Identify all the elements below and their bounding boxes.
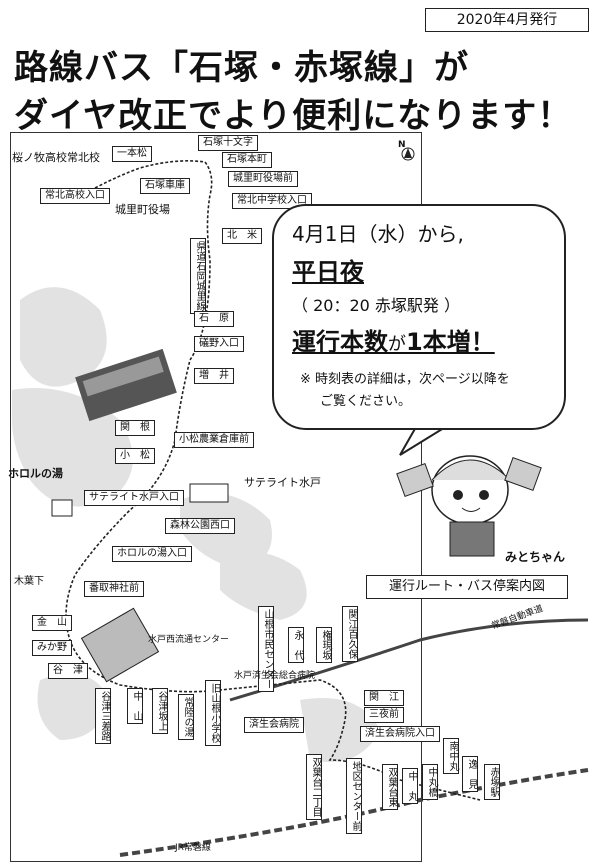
callout-bubble	[272, 204, 566, 430]
map-frame	[10, 132, 422, 862]
mascot-name: みとちゃん	[505, 550, 566, 564]
stop-ishizuka-jumonji: 石塚十文字	[198, 135, 258, 151]
callout-note1: ※ 時刻表の詳細は，次ページ以降を	[300, 372, 510, 387]
place-satellite-mito: サテライト水戸	[244, 476, 321, 489]
stop-komatsu: 小 松	[115, 448, 155, 464]
stop-ishihara: 石 原	[194, 311, 234, 327]
stop-horuru-iriguchi: ホロルの湯入口	[112, 546, 192, 562]
stop-masui: 増 井	[194, 368, 234, 384]
callout-when: 平日夜	[292, 258, 364, 286]
stop-sekine: 関 根	[115, 420, 155, 436]
stop-henmi: 逸 見	[462, 756, 478, 792]
stop-tokiwa-no-yu: 常陸の湯	[178, 694, 194, 740]
stop-yamane-shimin: 山根市民センター	[258, 606, 274, 692]
headline-line2: ダイヤ改正でより便利になります！	[14, 96, 573, 136]
callout-detail: （ 20：20 赤塚駅発 ）	[292, 296, 460, 315]
callout-result: 運行本数が1本増！	[292, 322, 495, 357]
mascot-illustration	[396, 455, 542, 557]
stop-komatsu-nogyo: 小松農業倉庫前	[174, 432, 254, 448]
north-label: N	[398, 140, 406, 150]
stop-shinrin-koen: 森林公園西口	[165, 518, 235, 534]
bus-illustration	[75, 348, 177, 422]
callout-result-mid: が	[388, 334, 406, 355]
stop-sakuranomaki: 桜ノ牧高校常北校	[12, 151, 100, 164]
stop-satellite-iriguchi: サテライト水戸入口	[84, 490, 184, 506]
stop-sekitakubo: 関江百久保	[342, 606, 358, 662]
stop-nagashiro: 永 代	[288, 627, 304, 663]
stop-kenmichi: 県道石岡城里線	[190, 238, 206, 314]
route-label: 運行ルート・バス停案内図	[366, 575, 568, 599]
stop-minami-naka-maru: 南中丸	[443, 738, 459, 774]
stop-futabadai-chome: 双葉台二丁目	[306, 754, 322, 820]
stop-saiseikai-byoin: 済生会病院	[244, 717, 304, 733]
stop-mikano: みか野	[32, 640, 72, 656]
place-jr-line: JR常磐線	[175, 843, 211, 853]
callout-date: 4月1日（水）から,	[292, 222, 464, 246]
callout-result-bold: 運行本数	[292, 328, 388, 356]
stop-ishizuka-shako: 石塚車庫	[140, 178, 190, 194]
stop-kanayama: 金 山	[32, 615, 72, 631]
stop-sekie: 関 江	[364, 690, 404, 706]
stop-yatsu-sangyo: 谷津三差路	[95, 688, 111, 744]
stop-isono-iriguchi: 礒野入口	[194, 336, 244, 352]
stop-mitsuya: 三夜前	[364, 707, 404, 723]
stop-futabadai-minami: 双葉台東	[382, 764, 398, 810]
issue-date: 2020年4月発行	[425, 8, 589, 32]
stop-bandori-jinja: 番取神社前	[84, 581, 144, 597]
stop-kibashita: 木葉下	[14, 576, 44, 587]
place-mito-nishi: 水戸西流通センター	[148, 635, 230, 645]
place-jobosato-yakuba: 城里町役場	[115, 203, 170, 216]
stop-yatsu-sakaue: 谷津坂上	[152, 688, 168, 734]
stop-naka-maru-bashi: 中丸橋	[422, 764, 438, 800]
callout-note2: ご覧ください。	[320, 394, 412, 409]
callout-result-end: 1本増！	[406, 328, 495, 356]
stop-gongen: 権現坂	[316, 627, 332, 663]
stop-yatsu: 谷 津	[48, 663, 88, 679]
place-horuru-no-yu: ホロルの湯	[8, 467, 63, 480]
stop-johoku-chugakko-iriguchi: 常北中学校入口	[232, 193, 312, 209]
stop-naka-maru: 中 丸	[402, 768, 418, 804]
headline-line1: 路線バス「石塚・赤塚線」が	[14, 48, 469, 88]
place-saiseikai-sogo: 水戸済生会総合病院	[234, 671, 316, 681]
stop-naka-yama: 中 山	[127, 688, 143, 724]
stop-jobosato-yakuba-mae: 城里町役場前	[228, 171, 298, 187]
stop-ishizuka-honmachi: 石塚本町	[222, 152, 272, 168]
stop-saiseikai-iriguchi: 済生会病院入口	[360, 726, 440, 742]
stop-kyu-yamane: 旧山根小学校	[205, 680, 221, 746]
stop-ipponmatsu: 一本松	[112, 146, 152, 162]
stop-chiku-center: 地区センター前	[346, 758, 362, 834]
stop-kitagome: 北 米	[222, 228, 262, 244]
stop-johoku-koko-iriguchi: 常北高校入口	[40, 188, 110, 204]
stop-akatsuka-eki: 赤塚駅	[484, 764, 500, 800]
